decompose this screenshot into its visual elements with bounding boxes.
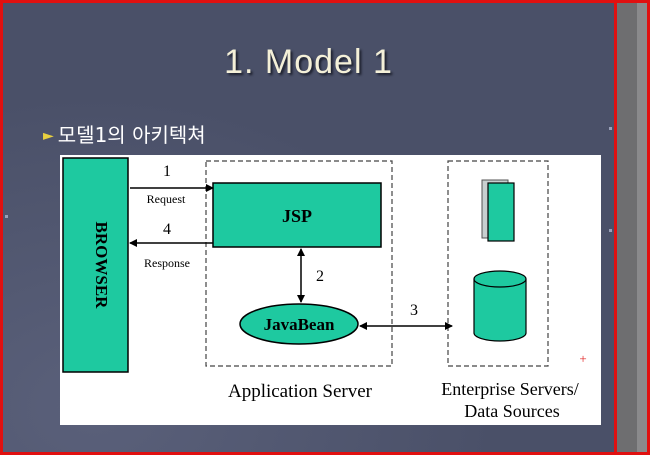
enterprise-caption-line2: Data Sources [464, 401, 559, 421]
database-icon [473, 279, 527, 342]
decor-dot [609, 229, 612, 232]
architecture-diagram: BROWSER JSP JavaBean 1 Request 4 Respons… [60, 155, 601, 425]
right-panel-strip [614, 3, 647, 452]
browser-label: BROWSER [92, 222, 111, 310]
javabean-label: JavaBean [264, 315, 335, 334]
javabean-ellipse [239, 303, 359, 345]
step2-label: 2 [316, 268, 324, 285]
bullet-arrow-icon: ► [43, 128, 54, 144]
enterprise-caption-line1: Enterprise Servers/ [441, 379, 578, 399]
plus-marker: + [579, 351, 586, 366]
diagram-svg: BROWSER JSP JavaBean 1 Request 4 Respons… [62, 157, 587, 421]
document-icon [487, 182, 515, 242]
browser-box [62, 157, 129, 373]
jsp-box [212, 182, 382, 248]
bullet-item: ►모델1의 아키텍쳐 [43, 119, 206, 148]
step4-label: 4 [163, 221, 171, 238]
decor-dot [609, 127, 612, 130]
app-server-caption: Application Server [228, 381, 373, 402]
database-top [473, 270, 527, 288]
slide-title: 1. Model 1 [224, 43, 393, 81]
jsp-label: JSP [282, 206, 312, 226]
step3-label: 3 [410, 302, 418, 319]
app-server-container [205, 160, 393, 367]
enterprise-container [447, 160, 549, 367]
step1-label: 1 [163, 163, 171, 180]
slide: 1. Model 1 ►모델1의 아키텍쳐 BROWSER JSP [3, 3, 614, 452]
response-label: Response [144, 256, 190, 270]
bullet-text: 모델1의 아키텍쳐 [57, 123, 206, 147]
right-panel-shade [617, 3, 637, 452]
decor-dot [5, 215, 8, 218]
request-label: Request [147, 192, 186, 206]
